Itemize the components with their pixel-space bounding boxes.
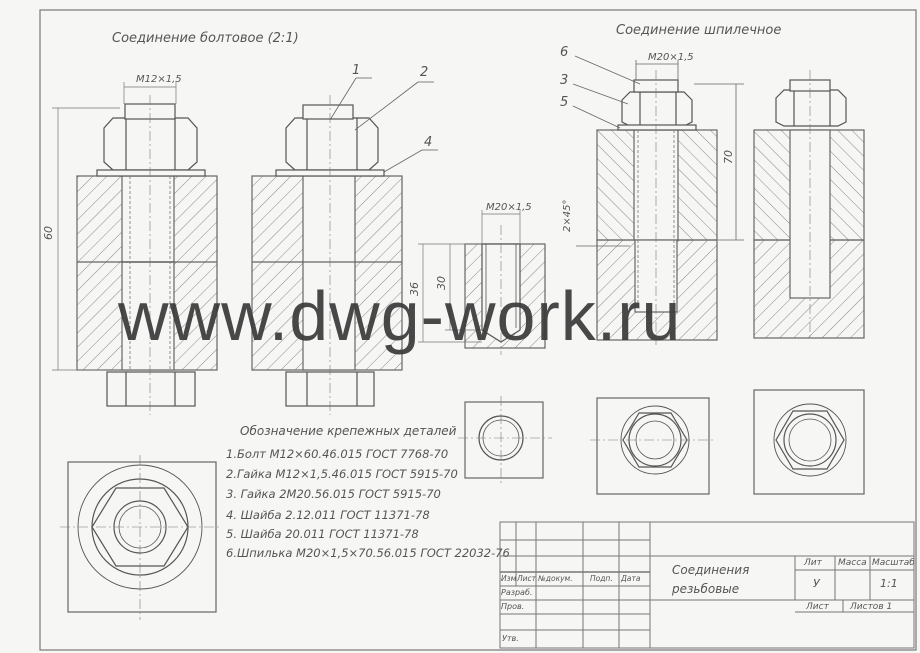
tb-col-dokum: №докум. — [538, 574, 573, 583]
callout-5: 5 — [560, 95, 568, 110]
dim-hole-30: 30 — [435, 276, 448, 290]
tb-col-podp: Подп. — [590, 574, 613, 583]
tb-listov-label: Листов 1 — [850, 602, 893, 612]
stud-top-view-right — [753, 389, 865, 495]
legend-item: 2.Гайка М12×1,5.46.015 ГОСТ 5915-70 — [226, 467, 458, 481]
dim-bolt-length: 60 — [42, 226, 55, 240]
title-bolted: Соединение болтовое (2:1) — [112, 31, 299, 46]
tb-col-izm: Изм — [501, 574, 517, 583]
tb-masshtab-value: 1:1 — [880, 577, 898, 590]
tb-col-list: Лист — [517, 574, 537, 583]
tb-lit-label: Лит — [804, 558, 822, 568]
callout-6: 6 — [560, 45, 568, 60]
dim-bolt-thread: M12×1,5 — [136, 74, 182, 85]
dim-stud-thread: M20×1,5 — [648, 52, 694, 63]
tb-razrab: Разраб. — [501, 588, 533, 597]
tb-massa-label: Масса — [838, 558, 867, 568]
dim-stud-length: 70 — [722, 150, 735, 164]
callout-2: 2 — [420, 65, 428, 80]
dimension-60-lines — [52, 82, 177, 371]
stud-exterior-view — [753, 70, 865, 340]
bolted-section-right — [251, 95, 403, 415]
bolt-top-view — [60, 455, 222, 620]
callout-1: 1 — [352, 63, 360, 78]
tb-utv: Утв. — [502, 634, 519, 643]
title-block-grid — [499, 521, 915, 649]
legend-item: 6.Шпилька М20×1,5×70.56.015 ГОСТ 22032-7… — [226, 546, 510, 560]
tb-col-data: Дата — [621, 574, 641, 583]
legend-title: Обозначение крепежных деталей — [240, 424, 457, 438]
tb-list-label: Лист — [806, 602, 829, 612]
tb-lit-value: У — [813, 577, 820, 590]
legend-item: 1.Болт М12×60.46.015 ГОСТ 7768-70 — [226, 447, 449, 461]
threaded-hole-section — [464, 225, 546, 355]
dim-hole-36: 36 — [408, 282, 421, 296]
hole-top-view — [458, 396, 552, 484]
bolted-section-left — [76, 95, 218, 415]
stud-section — [596, 70, 718, 345]
title-stud: Соединение шпилечное — [616, 23, 781, 38]
callout-4: 4 — [424, 135, 432, 150]
dim-hole-thread: M20×1,5 — [486, 202, 532, 213]
legend-item: 5. Шайба 20.011 ГОСТ 11371-78 — [226, 527, 419, 541]
dim-chamfer: 2×45° — [562, 200, 573, 232]
stud-callout-leaders — [572, 55, 744, 247]
legend-item: 4. Шайба 2.12.011 ГОСТ 11371-78 — [226, 508, 430, 522]
stud-top-view — [590, 397, 716, 495]
bolt-callout-leaders — [329, 77, 438, 173]
watermark: www.dwg-work.ru — [118, 277, 682, 355]
hole-dimension-lines — [418, 210, 521, 343]
tb-doc-name-2: резьбовые — [672, 582, 740, 596]
tb-masshtab-label: Масштаб — [872, 558, 915, 568]
legend-item: 3. Гайка 2М20.56.015 ГОСТ 5915-70 — [226, 487, 441, 501]
tb-doc-name-1: Соединения — [672, 563, 750, 577]
tb-prov: Пров. — [501, 602, 525, 611]
callout-3: 3 — [560, 73, 568, 88]
sheet-frame — [39, 9, 917, 651]
